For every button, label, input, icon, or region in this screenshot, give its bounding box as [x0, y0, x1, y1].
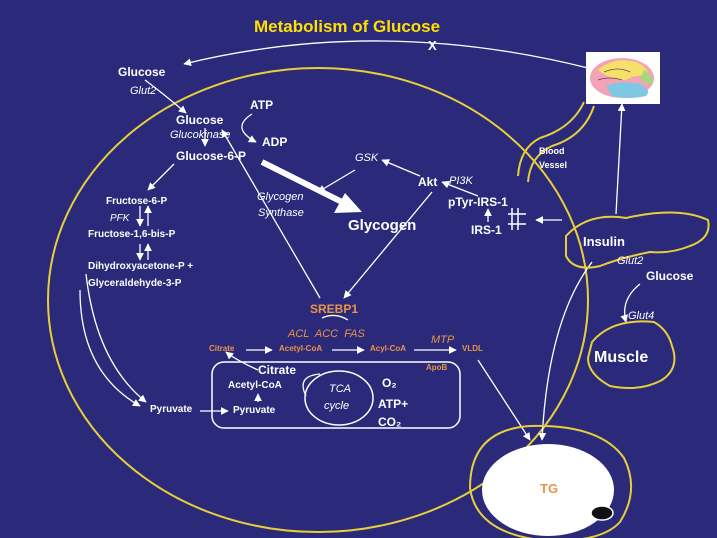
arrow-g6p-to-srebp1: [221, 129, 321, 299]
blocked-x-mark: X: [428, 38, 437, 53]
label-co2: CO₂: [378, 415, 402, 429]
label-citrate-cytosol: Citrate: [209, 344, 235, 353]
label-blood: Blood: [539, 146, 565, 156]
arrow-trioses-to-pyruvate-1: [79, 289, 141, 407]
arrow-gsk-to-synthase: [317, 169, 356, 193]
arrow-insulin-to-brain: [615, 103, 626, 215]
label-atp-plus: ATP+: [378, 397, 409, 411]
pancreas-outline: [565, 211, 710, 269]
arrow-srebp1-to-enzymes: [321, 314, 349, 321]
label-pi3k: PI3K: [449, 175, 473, 187]
label-apob: ApoB: [426, 363, 448, 372]
label-glut4: Glut4: [628, 310, 655, 322]
mitochondrion-outline: [211, 361, 461, 429]
arrow-trioses-to-pyruvate-2: [85, 273, 147, 403]
arrow-pirs1-to-akt: [441, 180, 479, 197]
label-glucose-blood: Glucose: [118, 65, 166, 79]
arrow-akt-to-srebp1: [343, 191, 433, 299]
label-cycle: cycle: [324, 400, 350, 412]
arrow-g6p-to-f6p: [147, 163, 175, 191]
label-tg: TG: [540, 481, 559, 496]
muscle-outline: [586, 320, 676, 389]
label-glut2-pancreas: Glut2: [617, 255, 644, 267]
label-acetyl-coa-mito: Acetyl-CoA: [228, 380, 282, 391]
label-glycogen-synthase-2: Synthase: [258, 207, 304, 219]
label-citrate-mito: Citrate: [258, 363, 297, 377]
label-glycogen-synthase-1: Glycogen: [257, 191, 304, 203]
arrow-vldl-to-tg: [477, 359, 531, 441]
arrow-g6p-to-glycogen: [260, 159, 344, 205]
label-adp: ADP: [262, 135, 288, 149]
page-title: Metabolism of Glucose: [254, 17, 441, 36]
label-pfk: PFK: [110, 213, 130, 224]
arrow-glucose-uptake: [144, 79, 187, 114]
label-ptyr-irs1: pTyr-IRS-1: [448, 195, 508, 209]
label-glycogen: Glycogen: [348, 217, 417, 234]
label-vldl: VLDL: [462, 344, 483, 353]
label-gsk: GSK: [355, 152, 379, 164]
tca-cycle-circle: [304, 370, 374, 426]
label-glut2-liver: Glut2: [130, 85, 157, 97]
label-dihydroxyacetone-p: Dihydroxyacetone-P +: [88, 261, 194, 272]
blood-vessel-icon: [517, 101, 595, 183]
label-muscle: Muscle: [594, 349, 649, 366]
insulin-receptor-icon: [508, 208, 526, 230]
label-mtp: MTP: [431, 334, 455, 346]
label-glucose-6-p: Glucose-6-P: [176, 149, 247, 163]
liver-cell-outline: [47, 67, 589, 533]
brain-icon: [586, 52, 660, 104]
label-glyceraldehyde-3-p: Glyceraldehyde-3-P: [88, 278, 182, 289]
label-insulin: Insulin: [583, 234, 625, 249]
label-pyruvate-mito: Pyruvate: [233, 405, 276, 416]
label-acyl-coa: Acyl-CoA: [370, 344, 407, 353]
label-glucose-cell: Glucose: [176, 113, 224, 127]
label-fructose-6-p: Fructose-6-P: [106, 196, 168, 207]
label-vessel: Vessel: [539, 160, 568, 170]
arrow-tca-to-citrate: [302, 373, 321, 397]
arrow-citrate-export: [225, 351, 259, 371]
arrow-akt-to-gsk: [381, 159, 421, 177]
label-glucokinase: Glucokinase: [170, 129, 231, 141]
label-glucose-pancreas: Glucose: [646, 269, 694, 283]
arrow-atp-adp: [241, 113, 257, 143]
label-pyruvate-cytosol: Pyruvate: [150, 404, 193, 415]
arrow-brain-to-glucose: [183, 40, 589, 69]
label-fructose-16-bisp: Fructose-1,6-bis-P: [88, 229, 176, 240]
label-atp: ATP: [250, 98, 274, 112]
label-irs1: IRS-1: [471, 223, 502, 237]
label-o2: O₂: [382, 376, 397, 390]
label-acl-acc-fas: ACL ACC FAS: [288, 328, 365, 340]
arrow-insulin-to-tg: [538, 261, 593, 441]
label-srebp1: SREBP1: [310, 302, 359, 316]
arrow-glucose-to-muscle: [620, 283, 641, 323]
fat-cell-icon: [468, 424, 633, 538]
arrowhead-glycogen: [334, 193, 362, 213]
label-akt: Akt: [418, 175, 438, 189]
label-tca: TCA: [329, 383, 351, 395]
label-acetyl-coa-cytosol: Acetyl-CoA: [279, 344, 323, 353]
